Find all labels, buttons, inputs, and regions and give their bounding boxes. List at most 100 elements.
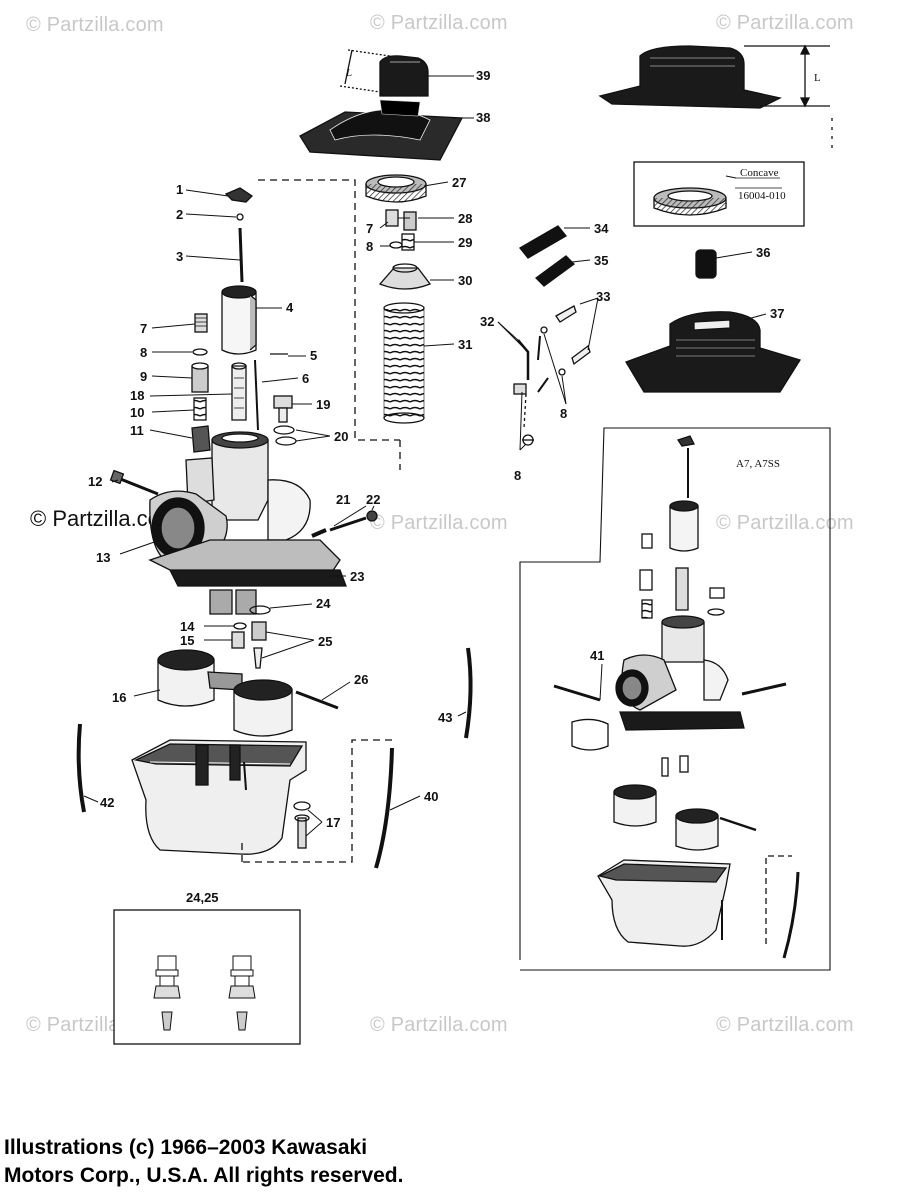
callout-7: 7 — [140, 321, 147, 336]
bolt-19 — [273, 395, 293, 423]
callout-35: 35 — [594, 253, 608, 268]
cap-11 — [191, 425, 211, 453]
callout-39: 39 — [476, 68, 490, 83]
callout-13: 13 — [96, 550, 110, 565]
pin-26 — [295, 690, 339, 710]
callout-18: 18 — [130, 388, 144, 403]
jet-15 — [231, 631, 245, 649]
callout-36: 36 — [756, 245, 770, 260]
rod-6 — [254, 359, 259, 431]
jet-inset-box — [113, 909, 301, 1045]
washer-24 — [249, 605, 271, 615]
callout-5: 5 — [310, 348, 317, 363]
callout-20: 20 — [334, 429, 348, 444]
washer-20a — [273, 425, 295, 435]
callout-40: 40 — [424, 789, 438, 804]
callout-6: 6 — [302, 371, 309, 386]
callout-34: 34 — [594, 221, 609, 236]
screw-7-mid — [385, 209, 399, 227]
float-bowl — [131, 739, 307, 855]
callout-9: 9 — [140, 369, 147, 384]
concave-inset — [633, 161, 805, 227]
callout-30: 30 — [458, 273, 472, 288]
pins-32-33 — [513, 305, 591, 446]
callout-15: 15 — [180, 633, 194, 648]
callout-24: 24 — [316, 596, 331, 611]
concave-label: Concave — [740, 167, 779, 179]
cap-top-right — [598, 44, 833, 148]
washer-2 — [236, 213, 244, 221]
callout-8-mid: 8 — [366, 239, 373, 254]
callout-4: 4 — [286, 300, 294, 315]
callout-37: 37 — [770, 306, 784, 321]
copyright-line-1: Illustrations (c) 1966–2003 Kawasaki — [4, 1136, 368, 1159]
callout-12: 12 — [88, 474, 102, 489]
spring-10 — [193, 397, 207, 421]
callout-2: 2 — [176, 207, 183, 222]
callout-17: 17 — [326, 815, 340, 830]
dimension-label-left: L — [345, 67, 352, 79]
cap-36 — [695, 249, 717, 279]
leader-lines — [83, 75, 767, 837]
spring-29 — [401, 233, 415, 251]
rod-35 — [535, 255, 575, 287]
callout-25: 25 — [318, 634, 332, 649]
watermark: © Partzilla.com — [370, 512, 508, 534]
tube-42 — [76, 723, 86, 813]
inset-frame — [519, 427, 831, 971]
carburetor-body — [148, 431, 347, 615]
jet-inset-title: 24,25 — [186, 890, 219, 905]
tube-40 — [374, 747, 394, 869]
needle-3 — [238, 227, 244, 283]
main-jet-25 — [251, 621, 267, 669]
callout-38: 38 — [476, 110, 490, 125]
screw-7 — [194, 313, 208, 333]
callout-16: 16 — [112, 690, 126, 705]
copyright-line-2: Motors Corp., U.S.A. All rights reserved… — [4, 1164, 404, 1187]
copyright-notice: Illustrations (c) 1966–2003 Kawasaki Mot… — [4, 1134, 403, 1190]
callout-42: 42 — [100, 795, 114, 810]
watermark: © Partzilla.com — [716, 512, 854, 534]
spring-31 — [383, 302, 425, 424]
callout-22: 22 — [366, 492, 380, 507]
screw-12 — [109, 469, 159, 496]
ring-nut-27 — [365, 174, 427, 203]
callout-14: 14 — [180, 619, 195, 634]
callout-1: 1 — [176, 182, 183, 197]
callout-3: 3 — [176, 249, 183, 264]
float-16 — [157, 649, 293, 737]
needle-jet-18 — [231, 362, 247, 421]
clip-1 — [224, 187, 254, 203]
callout-11: 11 — [130, 423, 144, 438]
callout-8-right: 8 — [560, 406, 567, 421]
callout-26: 26 — [354, 672, 368, 687]
washer-20b — [275, 436, 297, 446]
dimension-label-right: L — [814, 72, 821, 84]
fitting-9 — [191, 362, 209, 393]
watermark: © Partzilla.com — [370, 1014, 508, 1036]
callout-31: 31 — [458, 337, 472, 352]
callout-10: 10 — [130, 405, 144, 420]
callout-7-mid: 7 — [366, 221, 373, 236]
washer-14 — [233, 622, 247, 630]
concave-partno: 16004-010 — [738, 190, 786, 202]
watermark: © Partzilla.com — [716, 1014, 854, 1036]
callout-8-bottom: 8 — [514, 468, 521, 483]
seat-30 — [378, 263, 432, 290]
callout-41: 41 — [590, 648, 604, 663]
screw-28 — [403, 211, 417, 231]
rod-34 — [519, 225, 567, 259]
watermark: © Partzilla.com — [26, 14, 164, 36]
throttle-valve-4 — [221, 285, 257, 355]
callout-33: 33 — [596, 289, 610, 304]
watermark: © Partzilla.com — [716, 12, 854, 34]
callout-43: 43 — [438, 710, 452, 725]
screw-17 — [293, 801, 311, 849]
gasket-38 — [299, 99, 464, 161]
screw-21-22 — [311, 510, 378, 538]
callout-27: 27 — [452, 175, 466, 190]
callout-32: 32 — [480, 314, 494, 329]
callout-29: 29 — [458, 235, 472, 250]
callout-28: 28 — [458, 211, 472, 226]
